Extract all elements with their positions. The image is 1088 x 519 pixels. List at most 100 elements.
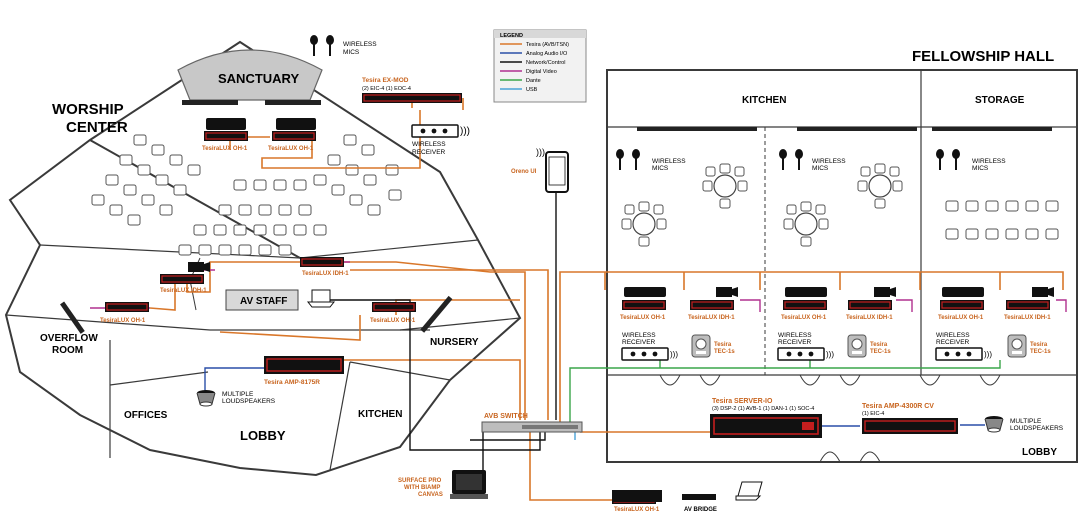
surface-label-2: WITH BIAMP	[404, 485, 440, 491]
fellowship-hall-floorplan	[606, 69, 1078, 463]
fh-oh1-c-label: TesiraLUX OH-1	[938, 315, 984, 321]
idh1-camera-worship	[188, 262, 210, 272]
legend-heading: LEGEND	[500, 33, 523, 39]
oh1-nursery	[371, 301, 417, 313]
server-io-sub: (3) DSP-2 (1) AVB-1 (1) DAN-1 (1) SOC-4	[712, 406, 814, 412]
fh-tec-c-label-2: TEC-1s	[1030, 349, 1051, 355]
surface-label-1: SURFACE PRO	[398, 478, 442, 484]
legend-label: Analog Audio I/O	[526, 51, 568, 57]
surface-pro-icon	[450, 470, 488, 499]
laptop-bridge-icon	[735, 481, 763, 501]
server-io-unit	[710, 414, 822, 438]
fh-tec-b-label-1: Tesira	[870, 342, 888, 348]
fh-lobby-label: LOBBY	[1022, 447, 1057, 458]
fh-recv-a	[621, 347, 669, 361]
cables-dante	[569, 360, 1001, 432]
fh-recv-c	[935, 347, 983, 361]
fh-oh1-c	[939, 287, 985, 311]
overflow-screen	[60, 301, 85, 334]
fh-tec-a-label-2: TEC-1s	[714, 349, 735, 355]
fh-mics-b-label-1: WIRELESS	[812, 158, 846, 165]
avb-switch-unit	[481, 421, 583, 433]
loudspeaker-worship-icon	[196, 390, 216, 407]
ex-mod-unit	[362, 93, 462, 103]
oh1-label-right: TesiraLUX OH-1	[268, 146, 314, 152]
sanctuary-stage	[177, 49, 323, 101]
fh-idh1-c-label: TesiraLUX IDH-1	[1004, 315, 1051, 321]
oh1-bottom-body	[612, 490, 662, 502]
wifi-icon: )))	[460, 126, 470, 137]
amp-8175r-label: Tesira AMP-8175R	[264, 379, 320, 386]
fh-kitchen-label: KITCHEN	[742, 95, 786, 106]
oreno-tablet	[545, 151, 569, 193]
fh-multiple-label-1: MULTIPLE	[1010, 418, 1042, 425]
ex-mod-label: Tesira EX-MOD	[362, 77, 409, 84]
fh-recv-a-label-2: RECEIVER	[622, 339, 656, 346]
legend-label: Dante	[526, 78, 541, 84]
fh-idh1-a-label: TesiraLUX IDH-1	[688, 315, 735, 321]
loudspeaker-fh-icon	[984, 416, 1004, 433]
av-bridge-label: AV BRIDGE	[684, 507, 717, 513]
idh1-worship-right	[299, 256, 345, 268]
wifi-c-icon: )))	[984, 350, 992, 359]
center-title: CENTER	[66, 119, 128, 136]
fh-recv-a-label-1: WIRELESS	[622, 332, 656, 339]
ex-mod-sub: (2) EIC-4 (1) EOC-4	[362, 86, 411, 92]
legend-label: Network/Control	[526, 60, 565, 66]
fh-screen-right	[932, 127, 1052, 131]
sanctuary-label: SANCTUARY	[218, 71, 299, 86]
legend-label: USB	[526, 87, 538, 93]
fh-oh1-a	[621, 287, 667, 311]
fh-tec-c	[1007, 334, 1027, 358]
worship-title: WORSHIP	[52, 101, 124, 118]
fh-mics-a-label-1: WIRELESS	[652, 158, 686, 165]
oh1-camera-left	[206, 118, 246, 130]
amp-4300-unit	[862, 418, 958, 434]
receiver-label-2: RECEIVER	[412, 149, 446, 156]
av-staff-box	[225, 289, 299, 311]
fh-tec-b	[847, 334, 867, 358]
fh-tec-a-label-1: Tesira	[714, 342, 732, 348]
fh-storage-label: STORAGE	[975, 95, 1025, 106]
wifi-oreno-icon: )))	[536, 147, 545, 157]
wireless-mics-label-2: MICS	[343, 49, 360, 56]
wifi-a-icon: )))	[670, 350, 678, 359]
oh1-camera-right	[276, 118, 316, 130]
wifi-b-icon: )))	[826, 350, 834, 359]
fh-recv-c-label-2: RECEIVER	[936, 339, 970, 346]
fh-mics-a-label-2: MICS	[652, 165, 669, 172]
fh-multiple-label-2: LOUDSPEAKERS	[1010, 425, 1064, 432]
multiple-speakers-label-1: MULTIPLE	[222, 391, 254, 398]
offices-label: OFFICES	[124, 410, 168, 421]
fh-recv-b-label-2: RECEIVER	[778, 339, 812, 346]
idh1-label-right: TesiraLUX IDH-1	[302, 271, 349, 277]
fh-screen-mid	[797, 127, 917, 131]
overflow-label-2: ROOM	[52, 345, 83, 356]
amp-4300-label: Tesira AMP-4300R CV	[862, 403, 934, 410]
laptop-av-staff-icon	[306, 289, 336, 308]
fh-recv-b	[777, 347, 825, 361]
fh-tec-b-label-2: TEC-1s	[870, 349, 891, 355]
legend-label: Tesira (AVB/TSN)	[526, 42, 569, 48]
sanctuary-screen-left	[182, 100, 238, 105]
surface-label-3: CANVAS	[418, 492, 443, 498]
wireless-receiver-sanctuary	[411, 124, 459, 138]
receiver-label-1: WIRELESS	[412, 141, 446, 148]
amp-8175r-unit	[264, 356, 344, 374]
fh-tec-c-label-1: Tesira	[1030, 342, 1048, 348]
oh1-overflow	[104, 301, 150, 313]
avb-switch-label: AVB SWITCH	[484, 413, 528, 420]
oh1-label-left: TesiraLUX OH-1	[202, 146, 248, 152]
fh-recv-c-label-1: WIRELESS	[936, 332, 970, 339]
oh1-nursery-label: TesiraLUX OH-1	[370, 318, 416, 324]
sanctuary-screen-right	[265, 100, 321, 105]
fh-tec-a	[691, 334, 711, 358]
oreno-label: Oreno UI	[511, 169, 537, 175]
fh-oh1-a-label: TesiraLUX OH-1	[620, 315, 666, 321]
nursery-screen	[420, 295, 453, 333]
oh1-overflow-label: TesiraLUX OH-1	[100, 318, 146, 324]
overflow-label-1: OVERFLOW	[40, 333, 98, 344]
nursery-label: NURSERY	[430, 337, 479, 348]
worship-center-floorplan	[4, 40, 522, 477]
